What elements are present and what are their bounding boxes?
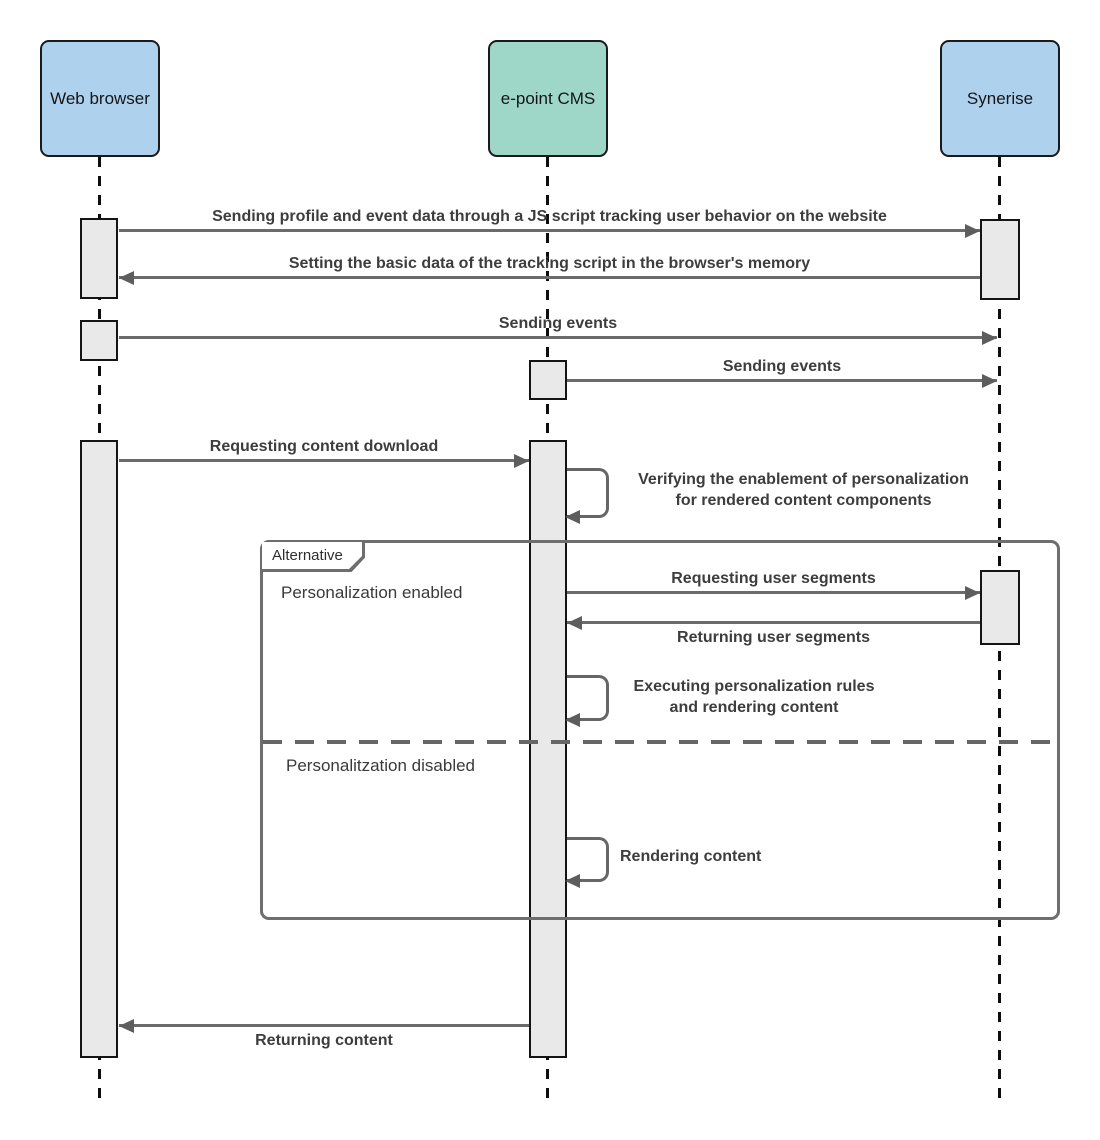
message-line <box>567 615 980 630</box>
arrowhead-right-icon <box>982 373 997 388</box>
message-line <box>567 373 997 388</box>
alt-frame-tab-label: Alternative <box>262 542 362 569</box>
message-setting-basic-data: Setting the basic data of the tracking s… <box>119 254 980 285</box>
actor-label: Synerise <box>966 88 1034 108</box>
message-sending-profile-data: Sending profile and event data through a… <box>119 207 980 238</box>
arrowhead-left-icon <box>119 1018 134 1033</box>
guard-personalization-disabled: Personalitzation disabled <box>286 756 476 775</box>
message-line <box>119 270 980 285</box>
message-label: Sending events <box>498 315 618 332</box>
message-line <box>119 1018 529 1033</box>
message-line <box>119 330 997 345</box>
message-requesting-user-segments: Requesting user segments <box>567 569 980 600</box>
arrowhead-left-icon <box>565 510 580 524</box>
message-label: Sending profile and event data through a… <box>212 208 887 225</box>
activation-web-2 <box>80 320 118 361</box>
activation-web-1 <box>80 218 118 299</box>
message-line <box>567 585 980 600</box>
arrowhead-right-icon <box>965 585 980 600</box>
message-label: Requesting user segments <box>671 570 876 587</box>
self-message-label-line: for rendered content components <box>675 492 932 509</box>
activation-web-3 <box>80 440 118 1058</box>
arrowhead-left-icon <box>565 713 580 727</box>
self-message-label-line: Rendering content <box>620 848 762 865</box>
activation-syn-2 <box>980 570 1020 645</box>
message-line <box>119 223 980 238</box>
alt-frame-tab: Alternative <box>262 542 365 572</box>
guard-personalization-enabled: Personalization enabled <box>281 583 463 602</box>
self-message-verifying-label: Verifying the enablement of personalizat… <box>620 469 987 511</box>
actor-label: Web browser <box>50 88 150 108</box>
self-message-label-line: and rendering content <box>669 699 839 716</box>
actor-box-synerise: Synerise <box>940 40 1060 157</box>
alt-frame-divider <box>263 740 1057 744</box>
message-requesting-content-download: Requesting content download <box>119 437 529 468</box>
actor-box-web-browser: Web browser <box>40 40 160 157</box>
arrowhead-right-icon <box>514 453 529 468</box>
actor-label: e-point CMS <box>500 88 596 108</box>
message-label: Returning content <box>255 1032 393 1049</box>
actor-box-epoint-cms: e-point CMS <box>488 40 608 157</box>
self-message-verifying-loop <box>565 468 609 524</box>
message-line <box>119 453 529 468</box>
message-label: Sending events <box>722 358 842 375</box>
message-returning-content: Returning content <box>119 1018 529 1050</box>
arrowhead-right-icon <box>982 330 997 345</box>
message-label: Returning user segments <box>677 629 870 646</box>
self-message-rendering-label: Rendering content <box>620 846 761 867</box>
activation-syn-1 <box>980 219 1020 300</box>
message-label: Setting the basic data of the tracking s… <box>288 255 811 272</box>
self-message-executing-label: Executing personalization rules and rend… <box>618 676 890 718</box>
self-message-executing-loop <box>565 675 609 727</box>
activation-cms-1 <box>529 360 567 400</box>
arrowhead-left-icon <box>567 615 582 630</box>
activation-cms-2 <box>529 440 567 1058</box>
self-message-label-line: Executing personalization rules <box>633 678 875 695</box>
arrowhead-left-icon <box>119 270 134 285</box>
arrowhead-left-icon <box>565 874 580 888</box>
message-sending-events-cms: Sending events <box>567 357 997 388</box>
self-message-label-line: Verifying the enablement of personalizat… <box>638 471 969 488</box>
message-returning-user-segments: Returning user segments <box>567 615 980 647</box>
message-sending-events-browser: Sending events <box>119 314 997 345</box>
arrowhead-right-icon <box>965 223 980 238</box>
message-label: Requesting content download <box>209 438 439 455</box>
alt-frame: Alternative Personalization enabled Pers… <box>260 540 1060 920</box>
self-message-rendering-loop <box>565 837 609 888</box>
